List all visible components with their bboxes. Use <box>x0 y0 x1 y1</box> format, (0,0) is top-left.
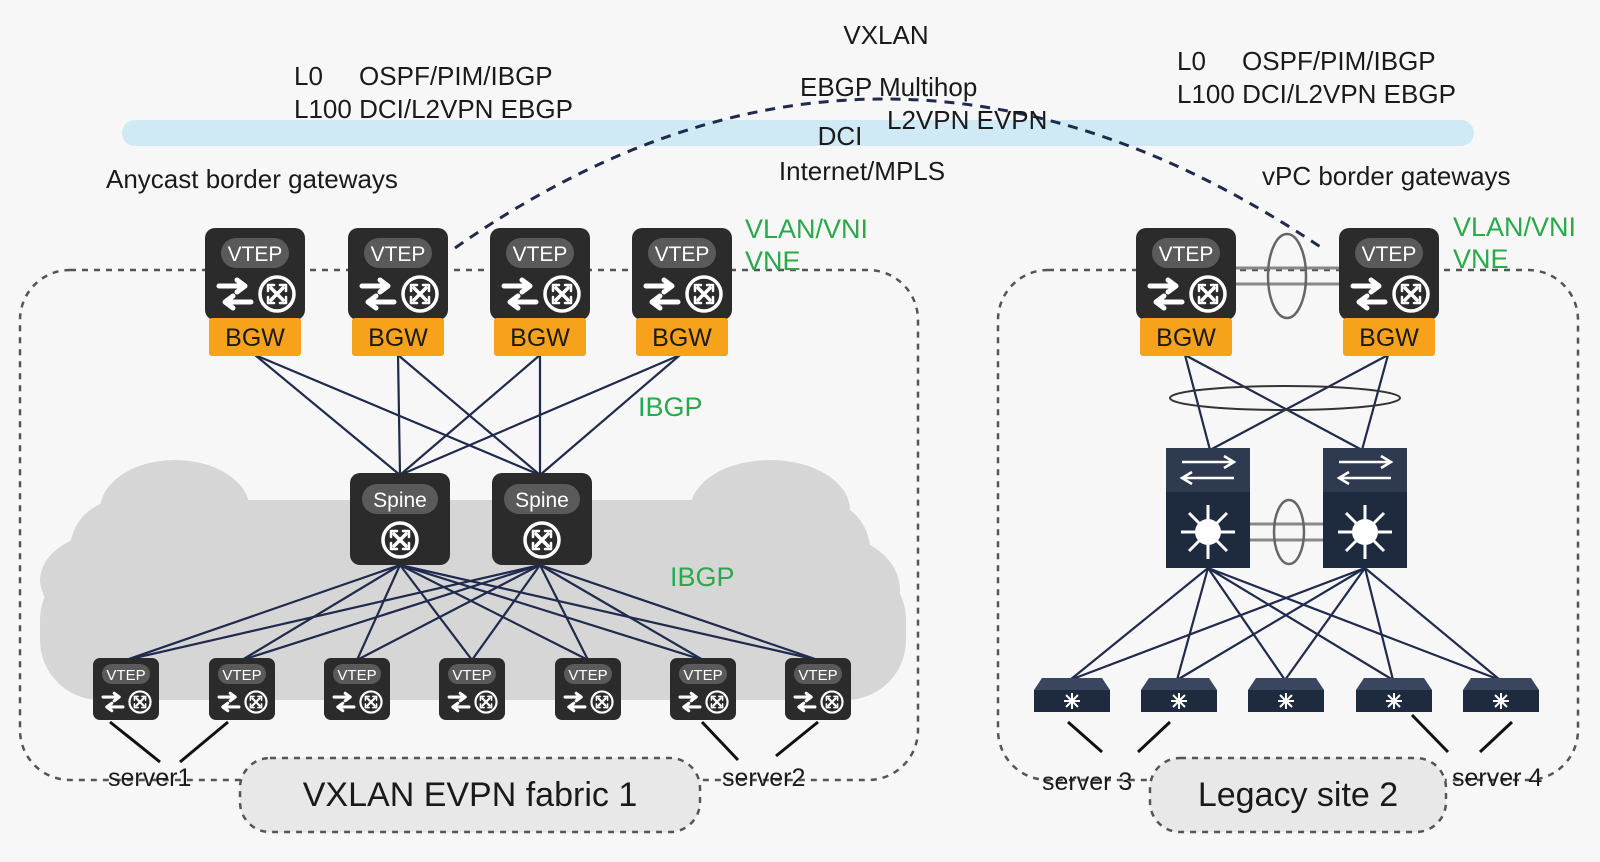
vtep-label: VTEP <box>222 667 261 684</box>
left-vne-label: VNE <box>745 246 801 276</box>
left-proto-line1: L0 OSPF/PIM/IBGP <box>294 61 553 91</box>
vpc-peer-link-mid <box>1248 498 1330 566</box>
bgw-label: BGW <box>225 324 285 352</box>
right-proto-line1: L0 OSPF/PIM/IBGP <box>1177 46 1436 76</box>
right-links <box>1069 354 1501 682</box>
vtep-label: VTEP <box>655 243 710 266</box>
vtep-label: VTEP <box>337 667 376 684</box>
vxlan-label: VXLAN <box>843 20 928 50</box>
vtep-label: VTEP <box>683 667 722 684</box>
access-switch-1 <box>1034 678 1110 712</box>
leaf-vtep-4: VTEP <box>439 658 505 720</box>
bgw-spine-links <box>254 353 681 477</box>
l2vpn-evpn-label: L2VPN EVPN <box>887 105 1047 135</box>
bgw-label: BGW <box>510 324 570 352</box>
bgw-label: BGW <box>652 324 712 352</box>
leaf-vtep-2: VTEP <box>209 658 275 720</box>
right-bgw-2: VTEP BGW <box>1339 228 1439 356</box>
layer3-switch-icon <box>1338 505 1392 559</box>
left-vlan-vni-label: VLAN/VNI <box>745 214 868 244</box>
leaf-vtep-3: VTEP <box>324 658 390 720</box>
left-bgw-3: VTEP BGW <box>490 228 590 356</box>
fabric1-name: VXLAN EVPN fabric 1 <box>303 776 637 814</box>
access-switch-2 <box>1141 678 1217 712</box>
internet-mpls-label: Internet/MPLS <box>779 156 945 186</box>
ibgp-upper-label: IBGP <box>638 392 703 422</box>
vtep-label: VTEP <box>798 667 837 684</box>
ibgp-lower-label: IBGP <box>670 562 735 592</box>
leaf-vtep-5: VTEP <box>555 658 621 720</box>
leaf-vtep-7: VTEP <box>785 658 851 720</box>
vtep-label: VTEP <box>513 243 568 266</box>
server2-label: server2 <box>722 764 805 792</box>
right-bgw-1: VTEP BGW <box>1136 228 1236 356</box>
access-switch-icon <box>1064 693 1080 709</box>
vpc-peer-link-top <box>1235 232 1340 320</box>
access-switch-icon <box>1493 693 1509 709</box>
spine-leaf-links <box>125 563 819 662</box>
server1-label: server1 <box>108 764 191 792</box>
dci-label: DCI <box>818 121 863 151</box>
fabric1-name-pill <box>238 756 702 834</box>
site2-name-pill <box>1148 756 1448 834</box>
vtep-label: VTEP <box>568 667 607 684</box>
vpc-gateways-title: vPC border gateways <box>1262 161 1511 191</box>
layer3-switch-icon <box>1181 505 1235 559</box>
vxlan-tunnel-arc <box>454 97 1323 250</box>
spine-label: Spine <box>373 489 427 512</box>
access-switch-icon <box>1386 693 1402 709</box>
vtep-label: VTEP <box>1159 243 1214 266</box>
server-links-right <box>1067 713 1514 754</box>
l3-switch-1 <box>1166 448 1250 568</box>
fabric1-boundary <box>18 268 920 782</box>
site2-name: Legacy site 2 <box>1198 776 1398 814</box>
access-switch-icon <box>1171 693 1187 709</box>
vtep-label: VTEP <box>106 667 145 684</box>
access-switch-icon <box>1278 693 1294 709</box>
left-bgw-2: VTEP BGW <box>348 228 448 356</box>
access-switch-5 <box>1463 678 1539 712</box>
vtep-label: VTEP <box>371 243 426 266</box>
vtep-label: VTEP <box>1362 243 1417 266</box>
bgw-label: BGW <box>1156 324 1216 352</box>
right-vlan-vni-label: VLAN/VNI <box>1453 212 1576 242</box>
vtep-label: VTEP <box>228 243 283 266</box>
left-bgw-1: VTEP BGW <box>205 228 305 356</box>
right-vne-label: VNE <box>1453 244 1509 274</box>
leaf-vtep-6: VTEP <box>670 658 736 720</box>
vtep-label: VTEP <box>452 667 491 684</box>
server-links-left <box>109 720 819 764</box>
ebgp-multihop-label: EBGP Multihop <box>800 72 977 102</box>
anycast-gateways-title: Anycast border gateways <box>106 164 398 194</box>
leaf-vtep-1: VTEP <box>93 658 159 720</box>
access-switch-4 <box>1356 678 1432 712</box>
dci-band <box>122 120 1474 146</box>
server3-label: server 3 <box>1042 768 1132 796</box>
left-bgw-4: VTEP BGW <box>632 228 732 356</box>
server4-label: server 4 <box>1452 764 1542 792</box>
left-proto-line2: L100 DCI/L2VPN EBGP <box>294 94 573 124</box>
bgw-label: BGW <box>368 324 428 352</box>
bgw-label: BGW <box>1359 324 1419 352</box>
spine-2: Spine <box>492 473 592 565</box>
spine-label: Spine <box>515 489 569 512</box>
vpc-ellipse <box>1169 385 1401 411</box>
right-proto-line2: L100 DCI/L2VPN EBGP <box>1177 79 1456 109</box>
access-switch-3 <box>1248 678 1324 712</box>
spine-1: Spine <box>350 473 450 565</box>
l3-switch-2 <box>1323 448 1407 568</box>
